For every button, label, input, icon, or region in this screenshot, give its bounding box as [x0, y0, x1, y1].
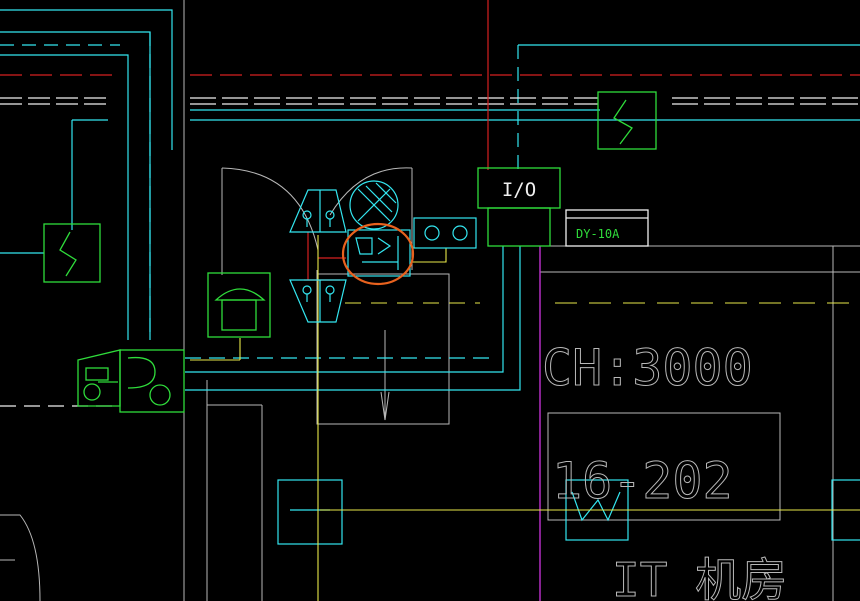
yellow-lines — [190, 235, 860, 601]
device-label: DY-10A — [576, 227, 620, 241]
green-equipment — [43, 91, 657, 413]
room-number-label: 16-202 — [552, 452, 733, 510]
telephone-box — [207, 272, 271, 338]
highlight-circle — [341, 222, 415, 286]
door-contact-device — [347, 229, 411, 277]
io-label: I/O — [502, 179, 536, 201]
red-lines — [0, 0, 860, 281]
ceiling-height-label: CH:3000 — [542, 339, 753, 397]
room-name-label: IT 机房 — [612, 553, 787, 601]
switch-box-right — [597, 91, 657, 150]
cyan-equipment — [289, 180, 477, 323]
valve-icon — [349, 180, 399, 230]
dual-outlet — [413, 217, 477, 249]
dy-label-box — [565, 209, 649, 247]
switch-box-left — [43, 223, 101, 283]
